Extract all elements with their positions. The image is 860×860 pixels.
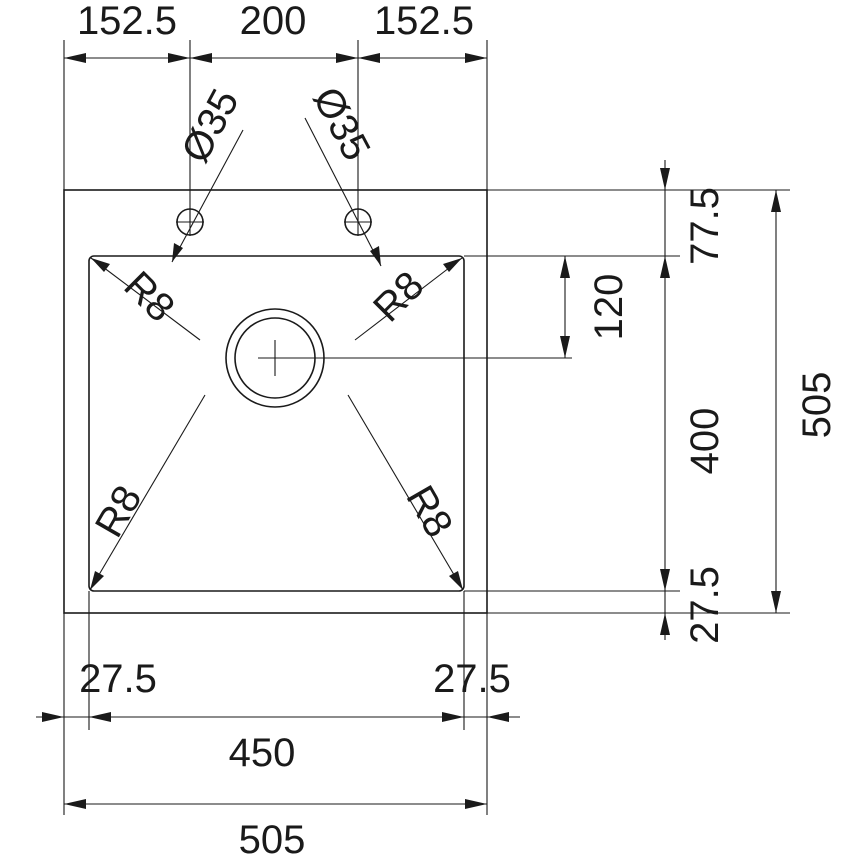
overall-depth-arrow-top — [771, 190, 781, 212]
dim-bottom-right-margin: 27.5 — [433, 657, 511, 701]
dim-tap-hole-left: Ø35 — [173, 82, 247, 169]
bottom-chain-arrow-3 — [442, 712, 464, 722]
drain-offset-arrow-bottom — [560, 336, 570, 358]
radius-leader-bottom-left — [89, 394, 206, 591]
drain-offset-arrow-top — [560, 256, 570, 278]
overall-width-arrow-right — [465, 799, 487, 809]
dim-top-middle: 200 — [240, 0, 307, 43]
bowl-outline — [88, 255, 465, 592]
dim-tap-hole-right: Ø35 — [304, 80, 378, 167]
top-dim-arrow-6 — [465, 53, 487, 63]
radius-leader-top-right — [354, 257, 463, 341]
dim-right-top-margin: 77.5 — [683, 187, 727, 265]
bottom-chain-arrow-2 — [89, 712, 111, 722]
top-dim-arrow-4 — [336, 53, 358, 63]
radius-arrow-top-right — [443, 258, 462, 272]
dim-drain-offset: 120 — [587, 274, 631, 341]
tap-hole-left-leader-arrow — [172, 243, 183, 262]
dim-top-left: 152.5 — [77, 0, 177, 43]
dim-overall-width: 505 — [239, 818, 306, 860]
bottom-chain-arrow-1 — [42, 712, 64, 722]
radius-top-right: R8 — [365, 263, 432, 330]
radius-bottom-right: R8 — [397, 478, 461, 544]
radius-leader-bottom-right — [347, 394, 464, 591]
tap-hole-right-leader — [304, 117, 382, 267]
radius-leader-top-left — [90, 257, 201, 341]
dim-bowl-width: 450 — [229, 731, 296, 775]
overall-depth-arrow-bottom — [771, 591, 781, 613]
dim-overall-depth: 505 — [795, 372, 839, 439]
top-dim-arrow-5 — [358, 53, 380, 63]
tap-hole-left-leader — [171, 129, 244, 263]
top-dim-arrow-1 — [64, 53, 86, 63]
overall-width-arrow-left — [64, 799, 86, 809]
top-dim-arrow-2 — [168, 53, 190, 63]
radius-bottom-left: R8 — [87, 478, 151, 544]
right-chain-arrow-2 — [660, 256, 670, 278]
radius-arrow-bottom-right — [449, 571, 463, 590]
dim-top-right: 152.5 — [374, 0, 474, 43]
right-chain-arrow-4 — [660, 613, 670, 635]
radius-top-left: R8 — [116, 263, 183, 330]
radius-arrow-top-left — [91, 258, 110, 272]
radius-arrow-bottom-left — [90, 571, 104, 590]
tap-hole-right-leader-arrow — [370, 246, 381, 266]
right-chain-arrow-1 — [660, 168, 670, 190]
dim-bottom-left-margin: 27.5 — [79, 657, 157, 701]
dim-bowl-depth: 400 — [683, 408, 727, 475]
right-chain-arrow-3 — [660, 569, 670, 591]
dim-right-bottom-margin: 27.5 — [683, 566, 727, 644]
bottom-chain-arrow-4 — [487, 712, 509, 722]
top-dim-arrow-3 — [190, 53, 212, 63]
sink-outline — [63, 189, 488, 614]
